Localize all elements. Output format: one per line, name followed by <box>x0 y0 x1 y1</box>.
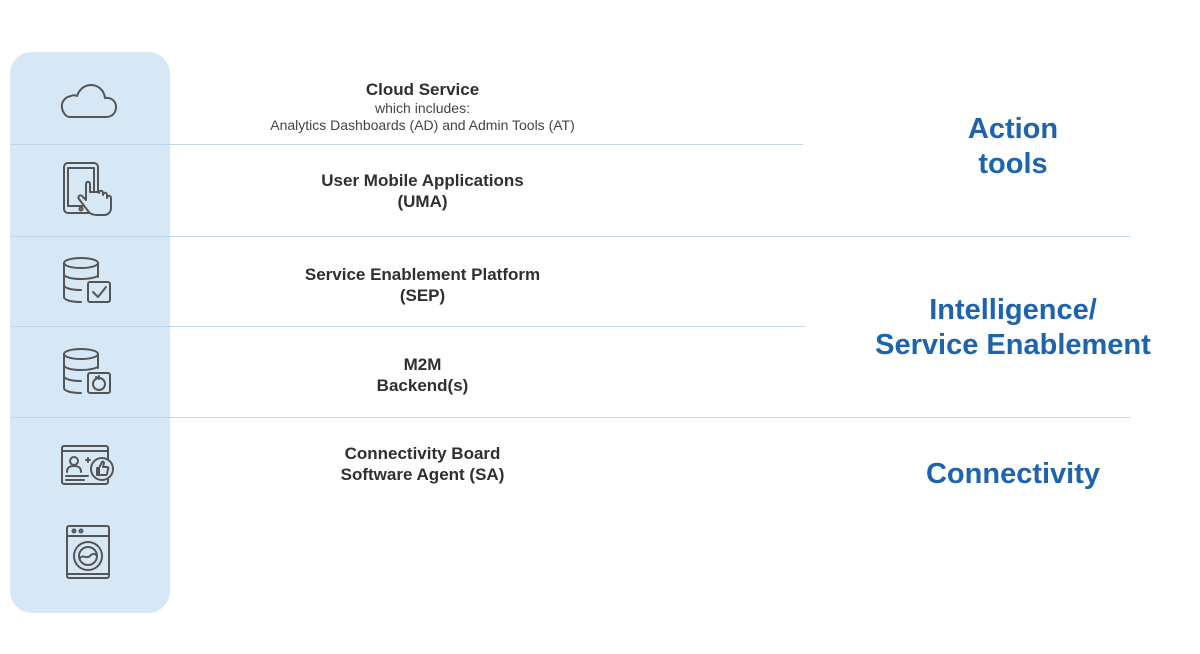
layer-title: M2M <box>403 355 442 374</box>
layer-title: Cloud Service <box>365 80 480 99</box>
tablet-touch-icon <box>58 160 118 220</box>
database-sync-icon <box>58 343 118 403</box>
washing-machine-icon <box>58 522 118 582</box>
divider-line <box>10 326 805 327</box>
cloud-icon <box>58 72 118 132</box>
layer-title: Service Enablement Platform <box>304 265 541 284</box>
group-label-line: Connectivity <box>925 458 1101 490</box>
layer-m2m-backend: M2M Backend(s) <box>170 354 675 396</box>
group-label-line: Intelligence/ <box>929 294 1097 326</box>
layer-title-abbrev: (SEP) <box>399 286 446 305</box>
layer-subtitle: which includes: <box>375 100 470 116</box>
group-label-line: tools <box>978 148 1048 180</box>
layer-user-mobile-apps: User Mobile Applications (UMA) <box>170 170 675 212</box>
layer-title: Connectivity Board <box>344 444 501 463</box>
layer-title-abbrev: (UMA) <box>397 192 448 211</box>
group-action-tools: Action tools <box>853 112 1173 182</box>
layer-connectivity-board: Connectivity Board Software Agent (SA) <box>170 443 675 485</box>
group-label-line: Service Enablement <box>875 329 1151 361</box>
layer-cloud-service: Cloud Service which includes: Analytics … <box>170 79 675 134</box>
divider-line <box>10 236 1130 237</box>
group-intelligence-service-enablement: Intelligence/ Service Enablement <box>853 293 1173 363</box>
icon-column <box>10 52 170 613</box>
layer-title-abbrev: Backend(s) <box>376 376 469 395</box>
layer-title-abbrev: Software Agent (SA) <box>340 465 505 484</box>
layer-title: User Mobile Applications <box>321 171 524 190</box>
group-connectivity: Connectivity <box>853 457 1173 492</box>
database-check-icon <box>58 252 118 312</box>
divider-line <box>10 144 803 145</box>
layer-subtitle: Analytics Dashboards (AD) and Admin Tool… <box>270 117 575 133</box>
layer-service-enablement-platform: Service Enablement Platform (SEP) <box>170 264 675 306</box>
divider-line <box>10 417 1130 418</box>
group-label-line: Action <box>967 113 1059 145</box>
user-card-like-icon <box>58 436 118 496</box>
